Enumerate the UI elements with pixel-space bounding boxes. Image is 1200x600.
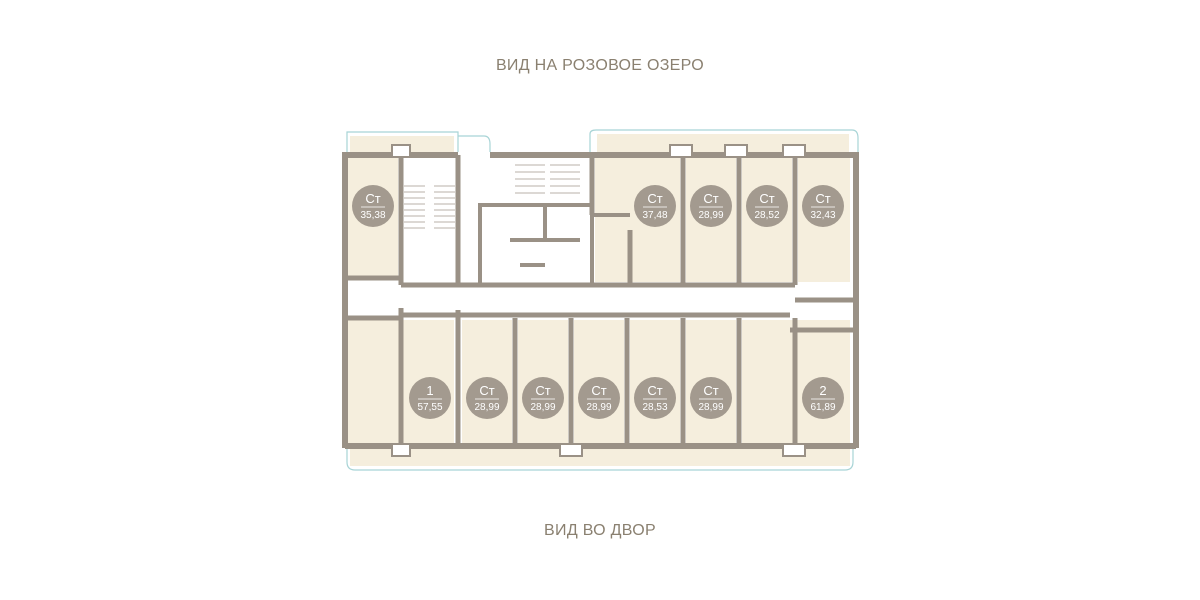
apartment-badge[interactable]: Ст 28,52 <box>746 185 788 227</box>
apartment-badge[interactable]: Ст 28,99 <box>578 377 620 419</box>
apartment-area: 61,89 <box>810 402 835 413</box>
apartment-type: Ст <box>703 383 718 398</box>
apartment-type: Ст <box>759 191 774 206</box>
badge-circle <box>802 185 844 227</box>
badge-circle <box>634 185 676 227</box>
apartment-badge[interactable]: Ст 28,99 <box>690 185 732 227</box>
badge-circle <box>409 377 451 419</box>
apartment-badge[interactable]: Ст 37,48 <box>634 185 676 227</box>
apartment-type: Ст <box>479 383 494 398</box>
apartment-badges: Ст35,38Ст37,48Ст28,99Ст28,52Ст32,43157,5… <box>352 185 844 419</box>
apartment-type: 2 <box>819 383 826 398</box>
apartment-area: 37,48 <box>642 210 667 221</box>
apartment-area: 28,53 <box>642 402 667 413</box>
badge-circle <box>746 185 788 227</box>
apartment-area: 35,38 <box>360 210 385 221</box>
apartment-type: Ст <box>815 191 830 206</box>
apartment-type: Ст <box>647 383 662 398</box>
apartment-area: 28,99 <box>698 210 723 221</box>
badge-circle <box>690 377 732 419</box>
apartment-type: 1 <box>426 383 433 398</box>
view-caption-lake: ВИД НА РОЗОВОЕ ОЗЕРО <box>495 57 705 74</box>
building-core <box>478 203 630 287</box>
badge-circle <box>352 185 394 227</box>
apartment-type: Ст <box>703 191 718 206</box>
apartment-area: 28,99 <box>530 402 555 413</box>
apartment-area: 28,99 <box>698 402 723 413</box>
apartment-type: Ст <box>591 383 606 398</box>
apartment-area: 32,43 <box>810 210 835 221</box>
apartment-area: 28,99 <box>586 402 611 413</box>
badge-circle <box>634 377 676 419</box>
staircase-center <box>515 164 580 194</box>
badge-circle <box>802 377 844 419</box>
apartment-type: Ст <box>535 383 550 398</box>
badge-circle <box>522 377 564 419</box>
view-caption-yard: ВИД ВО ДВОР <box>544 522 656 539</box>
apartment-type: Ст <box>365 191 380 206</box>
balcony-glazing <box>346 129 859 471</box>
apartment-badge[interactable]: Ст 35,38 <box>352 185 394 227</box>
apartment-area: 28,52 <box>754 210 779 221</box>
badge-circle <box>690 185 732 227</box>
apartment-badge[interactable]: Ст 28,99 <box>466 377 508 419</box>
apartment-badge[interactable]: 261,89 <box>802 377 844 419</box>
windows <box>391 144 806 457</box>
apartment-area: 57,55 <box>417 402 442 413</box>
apartment-badge[interactable]: 157,55 <box>409 377 451 419</box>
partitions <box>345 155 856 446</box>
apartment-type: Ст <box>647 191 662 206</box>
apartment-badge[interactable]: Ст 28,99 <box>522 377 564 419</box>
badge-circle <box>466 377 508 419</box>
apartment-area: 28,99 <box>474 402 499 413</box>
apartment-badge[interactable]: Ст 28,53 <box>634 377 676 419</box>
apartment-badge[interactable]: Ст 28,99 <box>690 377 732 419</box>
badge-circle <box>578 377 620 419</box>
apartment-badge[interactable]: Ст 32,43 <box>802 185 844 227</box>
staircase-left <box>404 185 455 229</box>
